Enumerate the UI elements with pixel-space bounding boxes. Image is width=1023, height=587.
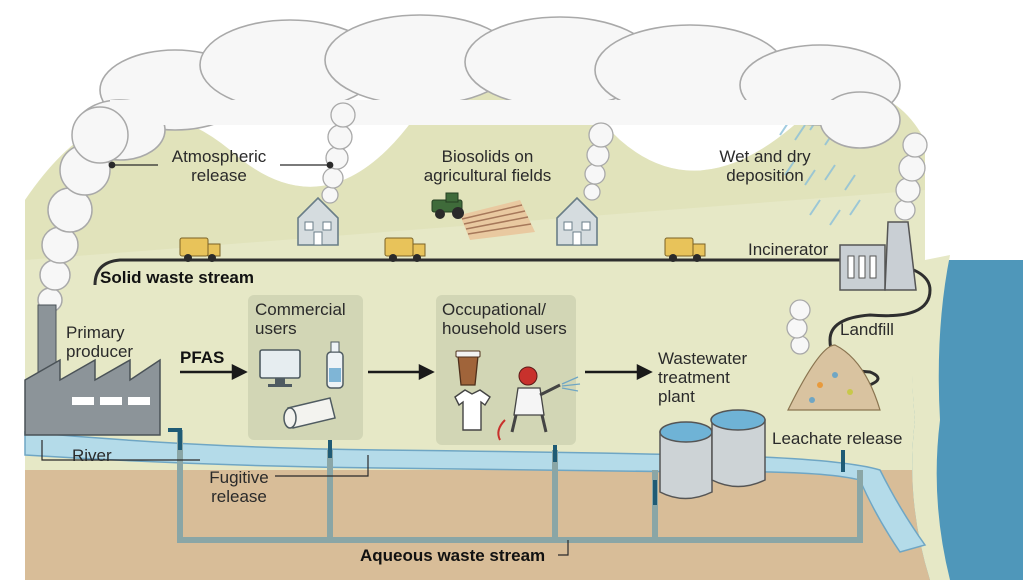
commercial-users-box — [248, 295, 363, 440]
aqueous-waste-stream-label: Aqueous waste stream — [360, 546, 546, 565]
fabric-roll-icon — [283, 397, 336, 429]
truck-icon — [179, 237, 221, 262]
hills-shade — [25, 81, 925, 260]
truck-icon — [384, 237, 426, 262]
fugitive-bracket — [41, 440, 369, 477]
pfas-label: PFAS — [180, 348, 225, 367]
firefighter-icon — [497, 366, 561, 441]
coast — [911, 255, 950, 580]
landfill-smoke — [786, 299, 811, 355]
bottle-icon — [326, 341, 344, 389]
agricultural-field — [460, 200, 535, 240]
house-icon — [556, 196, 598, 246]
coffee-cup-icon — [455, 350, 481, 386]
house-icon — [297, 196, 339, 246]
atmospheric-connector — [108, 161, 334, 169]
factory-smoke — [37, 106, 129, 313]
factory-icon — [24, 304, 161, 436]
wastewater-tanks-icon — [659, 409, 766, 500]
river-label: River — [72, 446, 112, 465]
water-spray-icon — [561, 376, 581, 392]
incinerator-icon — [839, 221, 917, 291]
tractor-icon — [431, 192, 464, 219]
house-smoke-2 — [583, 122, 614, 201]
pipe-outlets — [168, 428, 845, 505]
cloud-fill-cover — [110, 100, 880, 125]
truck-icon — [664, 237, 706, 262]
landfill-icon — [787, 344, 881, 411]
monitor-icon — [259, 349, 301, 387]
incinerator-label: Incinerator — [748, 240, 829, 259]
leachate-release-label: Leachate release — [772, 429, 903, 448]
occupational-users-label: Occupational/household users — [442, 300, 567, 338]
landfill-label: Landfill — [840, 320, 894, 339]
aqueous-bracket — [558, 540, 569, 556]
ocean — [912, 260, 1023, 580]
soil-layer — [25, 470, 935, 580]
solid-waste-stream-label: Solid waste stream — [100, 268, 255, 287]
flow-arrows — [180, 363, 653, 381]
incinerator-smoke — [894, 132, 928, 221]
tshirt-icon — [454, 389, 491, 431]
